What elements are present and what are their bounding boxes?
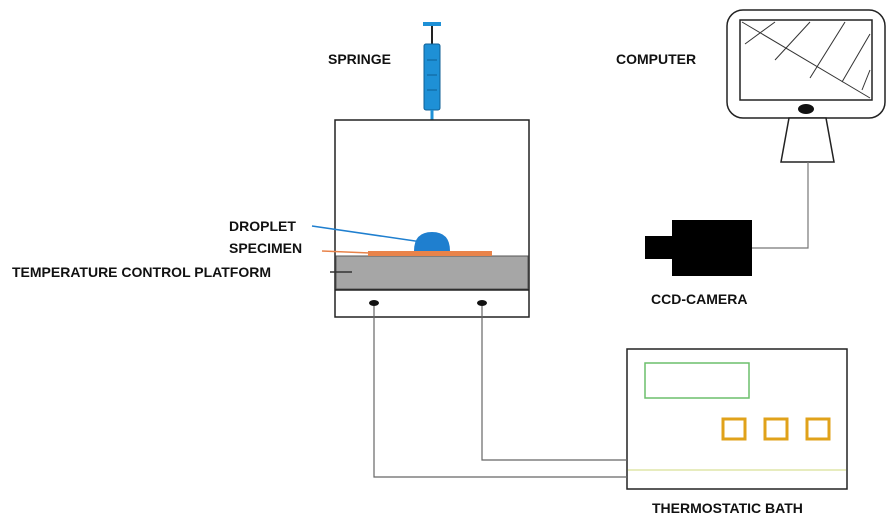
bath-display [644, 362, 750, 399]
platform-label: TEMPERATURE CONTROL PLATFORM [12, 264, 271, 280]
bath-button-1 [721, 417, 747, 441]
droplet-leader [311, 225, 423, 243]
specimen-label: SPECIMEN [229, 240, 302, 256]
camera-cable [752, 162, 809, 249]
port-right [477, 300, 487, 306]
camera-icon [645, 220, 752, 276]
droplet-label: DROPLET [229, 218, 296, 234]
specimen-leader [321, 250, 371, 254]
bath-label: THERMOSTATIC BATH [652, 500, 803, 516]
camera-label: CCD-CAMERA [651, 291, 747, 307]
tube-right [481, 306, 627, 461]
syringe-icon [423, 22, 441, 142]
computer-label: COMPUTER [616, 51, 696, 67]
specimen [368, 251, 492, 256]
temperature-control-platform [335, 255, 529, 290]
tube-left [373, 306, 627, 478]
syringe-label: SPRINGE [328, 51, 391, 67]
bath-button-3 [805, 417, 831, 441]
port-left [369, 300, 379, 306]
bath-button-2 [763, 417, 789, 441]
monitor-icon [726, 9, 886, 163]
droplet [414, 232, 450, 251]
